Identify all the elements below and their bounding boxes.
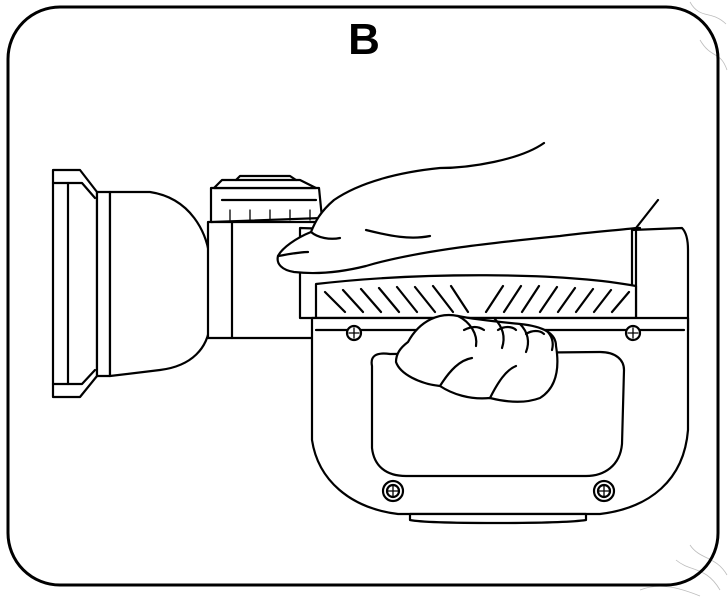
panel-frame xyxy=(6,5,720,587)
bottom-hand-fingers xyxy=(394,314,559,403)
nozzle-bell xyxy=(51,168,212,399)
screw-top-right xyxy=(624,324,642,342)
background-watermark xyxy=(639,1,728,597)
panel-label: B xyxy=(348,15,380,64)
top-hand xyxy=(276,141,660,275)
screw-bottom-right xyxy=(592,479,616,503)
grip-ridges xyxy=(314,274,638,320)
screw-bottom-left xyxy=(381,479,405,503)
top-cap xyxy=(209,174,324,224)
screw-top-left xyxy=(345,324,363,342)
